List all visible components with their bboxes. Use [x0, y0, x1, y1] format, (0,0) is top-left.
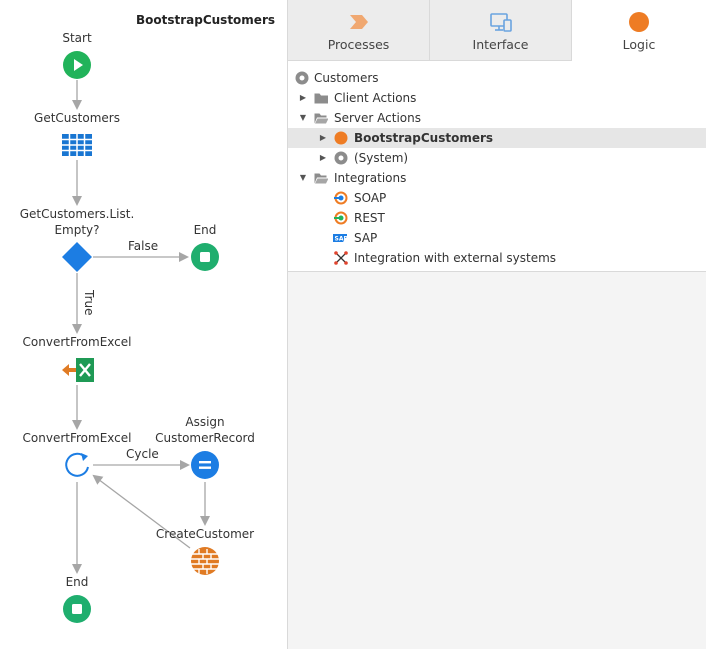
- expand-arrow-icon[interactable]: ▶: [319, 153, 327, 162]
- tree-label-soap: SOAP: [354, 191, 387, 205]
- expand-arrow-icon[interactable]: ▶: [299, 93, 307, 102]
- tree-label-client-actions: Client Actions: [334, 91, 417, 105]
- flow-title: BootstrapCustomers: [135, 13, 275, 27]
- true-edge-label: True: [82, 290, 96, 316]
- tree-label-sap: SAP: [354, 231, 378, 245]
- edge-create-loopback: [92, 474, 191, 549]
- create-customer-node[interactable]: [191, 547, 219, 575]
- collapse-arrow-icon[interactable]: ▼: [299, 173, 307, 182]
- svg-text:SAP: SAP: [335, 236, 348, 243]
- expand-arrow-icon[interactable]: ▶: [319, 133, 327, 142]
- panel-divider[interactable]: [287, 0, 288, 649]
- server-action-icon: [334, 131, 348, 145]
- folder-icon: [314, 93, 328, 104]
- tab-interface-label: Interface: [472, 37, 529, 52]
- tree-label-bootstrapcustomers: BootstrapCustomers: [354, 131, 494, 145]
- convert-excel-node[interactable]: [61, 358, 95, 382]
- tab-bar: Processes Interface Logic: [288, 0, 706, 61]
- tree-item-bootstrapcustomers[interactable]: ▶ BootstrapCustomers: [288, 128, 706, 148]
- tree-item-integrations[interactable]: ▼ Integrations: [288, 168, 706, 188]
- getcustomers-label: GetCustomers: [34, 111, 120, 125]
- excel-convert-icon: [62, 358, 94, 382]
- tab-processes-label: Processes: [327, 37, 390, 52]
- tree-item-rest[interactable]: REST: [288, 208, 706, 228]
- tree-label-rest: REST: [354, 211, 385, 225]
- folder-open-icon: [314, 113, 328, 124]
- tab-logic-label: Logic: [622, 37, 656, 52]
- false-edge-label: False: [128, 239, 159, 253]
- tree-item-soap[interactable]: SOAP: [288, 188, 706, 208]
- tree-label-customers: Customers: [314, 71, 379, 85]
- tree-label-integrations: Integrations: [334, 171, 407, 185]
- folder-open-icon: [314, 173, 328, 184]
- foreach-node[interactable]: [63, 451, 91, 479]
- logic-tree: Customers ▶ Client Actions ▼ Server Acti…: [288, 61, 706, 272]
- aggregate-table-icon: [62, 134, 92, 156]
- stop-icon: [63, 595, 91, 623]
- tree-item-system[interactable]: ▶ (System): [288, 148, 706, 168]
- tree-label-system: (System): [354, 151, 409, 165]
- assign-node[interactable]: [191, 451, 219, 479]
- rest-icon: [334, 211, 348, 225]
- create-customer-label: CreateCustomer: [155, 527, 255, 541]
- module-icon: [295, 71, 309, 85]
- getcustomers-node[interactable]: [62, 134, 92, 156]
- interface-icon: [489, 13, 512, 32]
- if-label-line2: Empty?: [54, 223, 100, 237]
- flow-canvas[interactable]: BootstrapCustomers Start GetCustomers: [0, 0, 287, 649]
- tree-label-server-actions: Server Actions: [334, 111, 421, 125]
- tab-interface[interactable]: Interface: [430, 0, 572, 61]
- cycle-edge-label: Cycle: [126, 447, 159, 461]
- collapse-arrow-icon[interactable]: ▼: [299, 113, 307, 122]
- if-node[interactable]: [61, 241, 93, 273]
- sap-icon: SAP: [333, 234, 348, 243]
- external-integration-icon: [334, 251, 348, 265]
- tab-processes[interactable]: Processes: [288, 0, 430, 61]
- play-icon: [63, 51, 91, 79]
- tree-item-external-integration[interactable]: Integration with external systems: [288, 248, 706, 268]
- processes-icon: [349, 15, 368, 29]
- end-top-node[interactable]: [191, 243, 219, 271]
- if-label-line1: GetCustomers.List.: [19, 207, 135, 221]
- end-bottom-node[interactable]: [63, 595, 91, 623]
- loop-icon: [65, 452, 89, 477]
- entity-action-icon: [191, 547, 219, 575]
- system-module-icon: [334, 151, 348, 165]
- tree-label-external-integration: Integration with external systems: [354, 251, 557, 265]
- foreach-label: ConvertFromExcel: [22, 431, 132, 445]
- assign-label-line2: CustomerRecord: [155, 431, 255, 445]
- tab-logic[interactable]: Logic: [572, 0, 706, 61]
- flow-connectors: [72, 80, 210, 574]
- assign-icon: [191, 451, 219, 479]
- start-node[interactable]: [63, 51, 91, 79]
- right-panel: Processes Interface Logic Customers: [288, 0, 706, 649]
- assign-label-line1: Assign: [185, 415, 225, 429]
- stop-icon: [191, 243, 219, 271]
- end-top-label: End: [193, 223, 217, 237]
- end-bottom-label: End: [65, 575, 89, 589]
- convert-excel-label: ConvertFromExcel: [22, 335, 132, 349]
- logic-icon: [629, 12, 649, 32]
- tree-item-client-actions[interactable]: ▶ Client Actions: [288, 88, 706, 108]
- soap-icon: [334, 191, 348, 205]
- tree-item-server-actions[interactable]: ▼ Server Actions: [288, 108, 706, 128]
- tree-item-customers[interactable]: Customers: [288, 68, 706, 88]
- tree-item-sap[interactable]: SAP SAP: [288, 228, 706, 248]
- start-label: Start: [62, 31, 92, 45]
- diamond-icon: [62, 242, 92, 272]
